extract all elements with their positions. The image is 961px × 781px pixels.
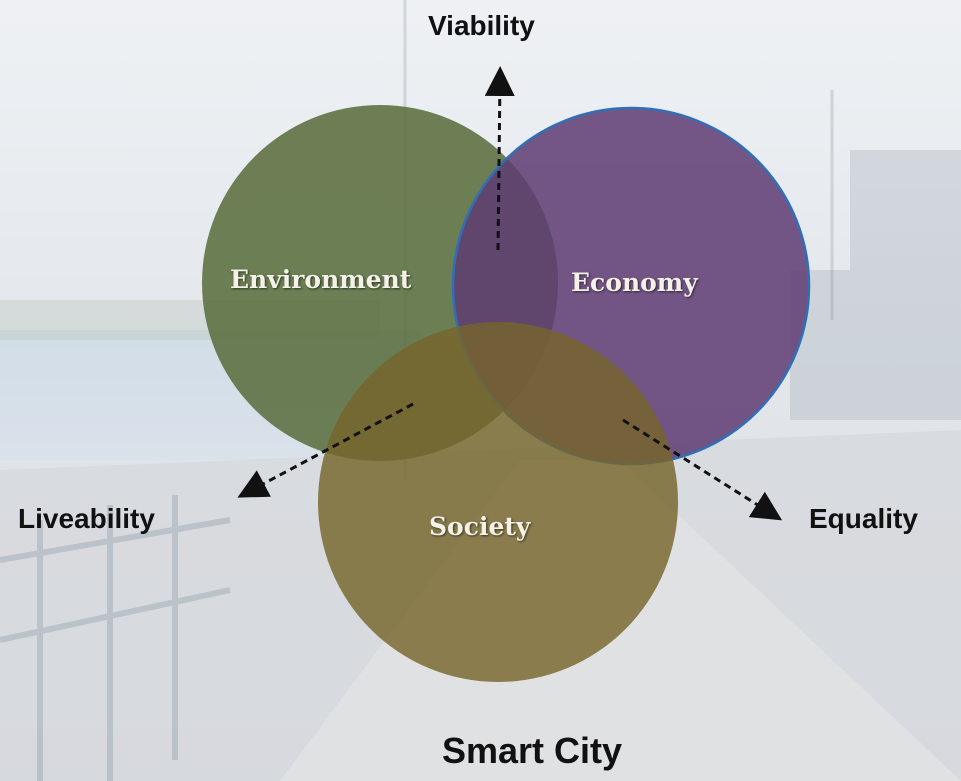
liveability-label: Liveability (18, 503, 155, 534)
equality-arrow (622, 418, 783, 521)
economy-label: Economy (571, 268, 698, 297)
viability-label: Viability (428, 10, 535, 41)
diagram-title: Smart City (442, 730, 623, 771)
society-label: Society (429, 512, 531, 541)
viability-arrow (484, 66, 515, 251)
society-circle (318, 322, 678, 682)
environment-label: Environment (230, 265, 412, 294)
equality-label: Equality (809, 503, 918, 534)
